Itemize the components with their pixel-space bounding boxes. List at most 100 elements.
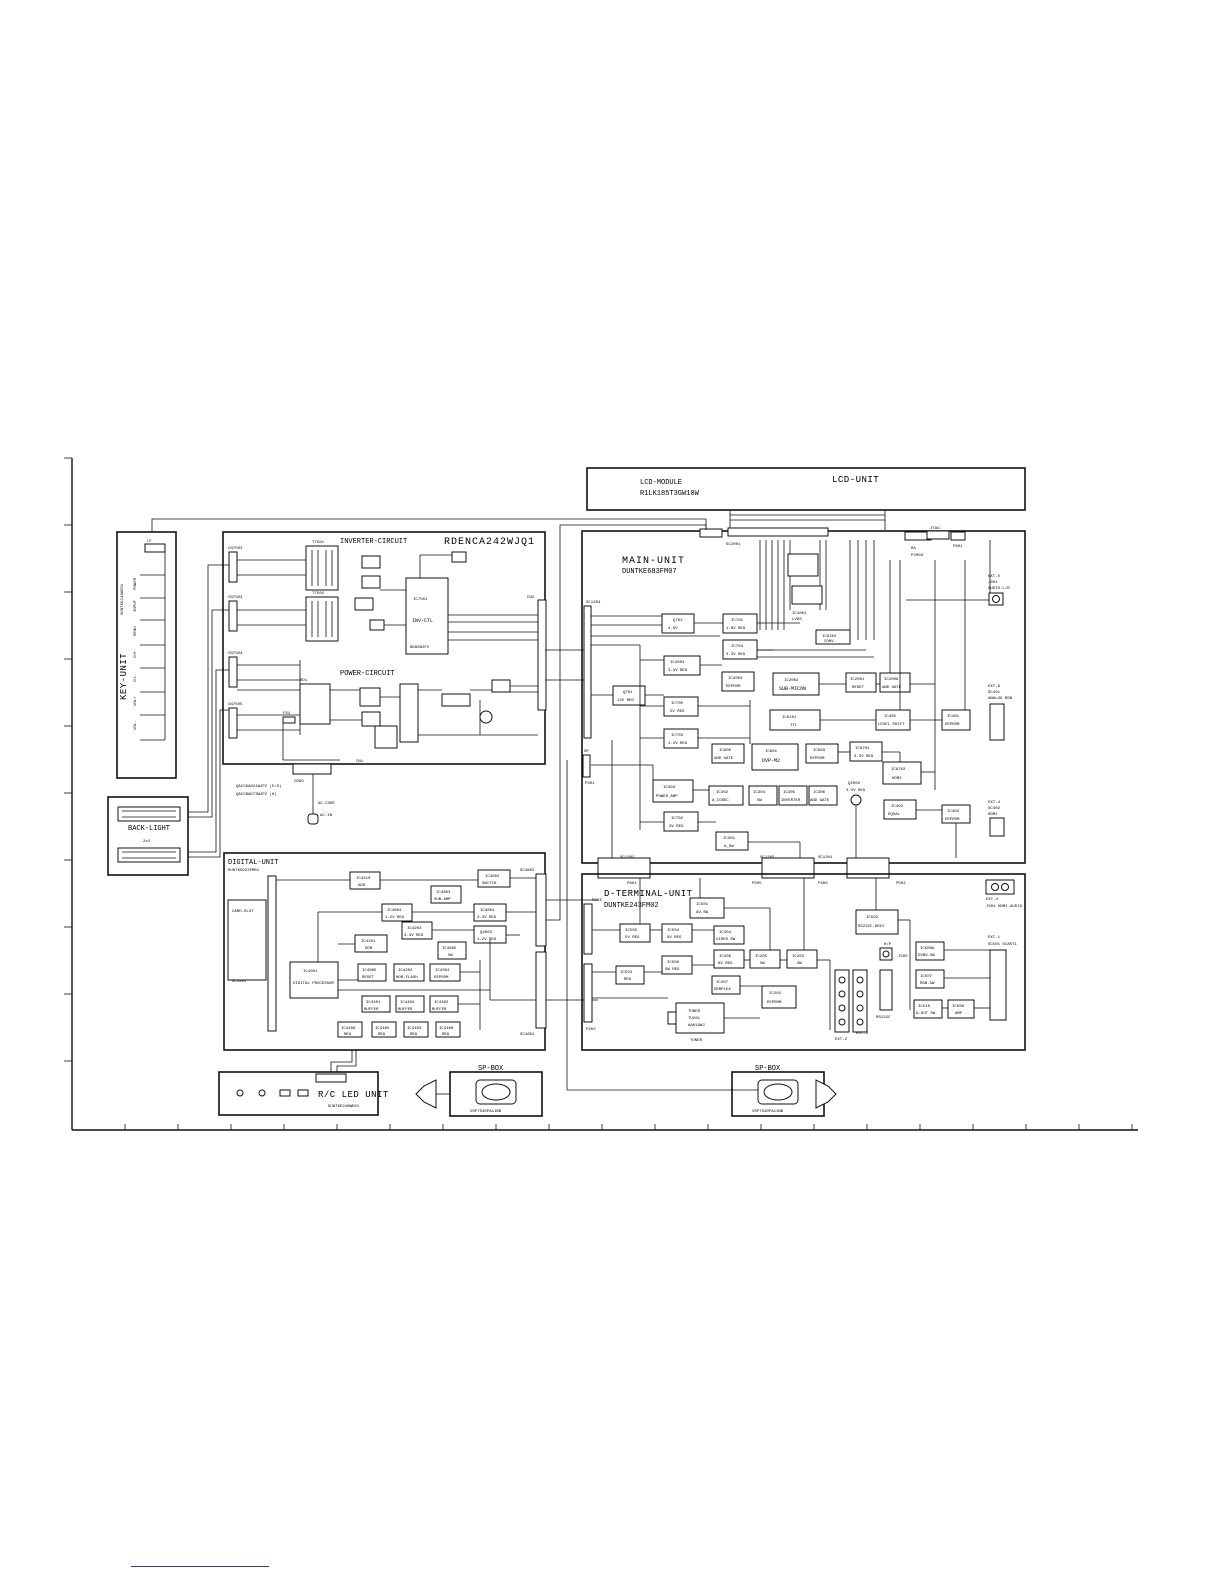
dt-ic-501: IC501 AV-SW (689, 897, 725, 919)
ic-desc: SWITCH (482, 882, 497, 886)
ic-label: IC510 (918, 1005, 931, 1009)
dig-ic-4602: IC4602 SWITCH (477, 869, 511, 888)
ic-desc: EEPROM (945, 818, 960, 822)
ext5-name: EXT-5 (988, 575, 1001, 579)
dig-ic-4404: IC4404 BUFFER (395, 995, 425, 1013)
sc4602-label: SC4602 (520, 869, 535, 873)
sp-box-left-title: SP-BOX (478, 1065, 504, 1073)
ic-desc: 5V REG (670, 710, 685, 714)
ic-label: IC4005 (362, 969, 377, 973)
main-ic-q702: Q702 4.6V (661, 613, 695, 634)
ac-cord-1: QACCKA021WJPZ (E/S) (236, 784, 282, 789)
ic-label: IC702 (671, 817, 684, 821)
main-ic-ic8701: IC8701 3.3V REG (849, 741, 883, 762)
ic-desc: SW REG (665, 968, 680, 972)
ic-desc: AV-SW (696, 911, 709, 915)
dt-ic-503: IC503 REG (615, 965, 645, 985)
key-power: POWER (134, 577, 138, 590)
dig-ic-4202: IC4202 NOR-FLASH (393, 963, 425, 982)
ic-label: Q701 (623, 691, 633, 695)
dt-ic-506: IC506 AMP (947, 999, 975, 1019)
ic-label: IC801 (765, 750, 778, 754)
inverter-title: INVERTER-CIRCUIT (340, 538, 407, 546)
ic-label: IC4408 (439, 1027, 454, 1031)
t7502: T7502 (312, 592, 325, 596)
ic-label: IC4601 (480, 909, 495, 913)
ic-label: IC4803 (436, 891, 451, 895)
key-unit: LF KEY-UNIT DUNTK5244WE01 POWER INPUT ME… (116, 518, 707, 779)
ic-desc: 3.3V REG (404, 934, 424, 938)
sp-box-right-title: SP-BOX (755, 1065, 781, 1073)
key-ch-up: CH+ (134, 650, 138, 658)
ic-desc: 5V REG (625, 936, 640, 940)
digital-unit-title: DIGITAL-UNIT (228, 859, 278, 867)
main-ic-q701: Q701 12V REG (612, 685, 646, 706)
fs1-label: FS1 (283, 712, 291, 716)
ic-label: IC2006 (884, 678, 899, 682)
main-ra: RA (911, 547, 916, 551)
inverter-power-board: INVERTER-CIRCUIT RDENCA242WJQ1 CN7502 CN… (222, 531, 547, 765)
ic-desc: RGB-SW (920, 982, 935, 986)
main-ic-ic701: IC701 1.8V REG (722, 613, 758, 634)
ic-desc: REG (410, 1033, 418, 1037)
main-ic-ic305: IC305 INVERTER (778, 785, 808, 806)
dig-ic-4408: IC4408 REG (435, 1021, 461, 1038)
ic-label: Q702 (673, 619, 683, 623)
tuner-caption: TUNER (690, 1039, 703, 1043)
ic-label: IC304 (753, 791, 766, 795)
tuner: TUNER TU201 AA019WJ TUNER (667, 1002, 725, 1043)
key-unit-code: DUNTK5244WE01 (121, 583, 125, 615)
ic-label: IC4406 (341, 1027, 356, 1031)
ext3-label: EXT-3 (856, 1032, 869, 1036)
ac-in-label: AC-IN (320, 814, 333, 818)
ic-desc: BUFFER (432, 1008, 447, 1012)
ext2-connector: EXT-2 (834, 969, 850, 1042)
main-ic-ic700: IC700 5V REG (663, 696, 699, 717)
dt-ic-504: IC504 9V REG (661, 923, 693, 943)
ic-desc: SUB-AMP (434, 898, 451, 902)
ic-desc: SW (797, 962, 802, 966)
cn7503: CN7503 (228, 596, 243, 600)
ic-desc: 12V REG (617, 699, 634, 703)
ic-desc: BUFFER (364, 1008, 379, 1012)
main-ic-ic301: IC301 A_SW (715, 831, 749, 851)
ic-desc: SUB-MICON (779, 686, 806, 692)
ic-label: IC700 (671, 702, 684, 706)
dt-ic-207: IC207 DEMPLEX (711, 975, 741, 995)
ic-desc: 3.3V REG (846, 789, 866, 793)
ic-label: IC4402 (434, 1001, 449, 1005)
ic-label: IC502 (866, 916, 879, 920)
ic-label: IC501 (696, 903, 709, 907)
main-ic-q2002: Q2002 3.3V REG (846, 782, 866, 806)
ic-label: IC508 (667, 961, 680, 965)
ic-desc: NOR-FLASH (396, 976, 418, 980)
dt-ic-205: IC205 SW (749, 949, 781, 969)
dterm-p202: P202 (586, 1028, 596, 1032)
ac-cord: CD90 QACCKA021WJPZ (E/S) QACCBA073WJPZ (… (236, 763, 335, 825)
ic-label: IC2004 (670, 661, 685, 665)
ext6-sub: SC401 (988, 691, 1001, 695)
ic-desc: A_SW (724, 845, 734, 849)
power-title: POWER-CIRCUIT (340, 670, 395, 678)
main-ic-ic8101: IC8101 TTL (769, 709, 821, 731)
d-terminal-unit: D-TERMINAL-UNIT DUNTKE243FM02 P503 P202 … (581, 873, 1026, 1051)
main-ic-ic2006: IC2006 AND GATE (879, 672, 911, 693)
ic-label: IC4401 (366, 1001, 381, 1005)
frame (64, 457, 1138, 1131)
ext4-name: EXT-4 (988, 801, 1001, 805)
key-ch-down: CH- (134, 675, 138, 682)
ic-desc: VIDEO SW (716, 938, 736, 942)
dterm-p300: P300 (818, 882, 828, 886)
ic-label: IC508b (920, 946, 935, 951)
main-jtag: JTAG (930, 527, 940, 531)
dig-ic-4203: IC4203 3.3V REG (401, 921, 433, 940)
ic-label: IC2002 (784, 679, 799, 683)
dt-ic-203: IC203 SW (786, 949, 818, 969)
main-ic-ic2001: IC2001 RESET (845, 672, 877, 693)
dterm-p505: P505 (752, 882, 762, 886)
ic-label: IC2001 (850, 678, 865, 682)
dig-ic-4304: IC4304 EEPROM (429, 963, 461, 982)
cn7504: CN7504 (228, 652, 243, 656)
dt-ic-206: IC206 8V REG (713, 949, 745, 969)
ic-desc: EEPROM (945, 723, 960, 727)
